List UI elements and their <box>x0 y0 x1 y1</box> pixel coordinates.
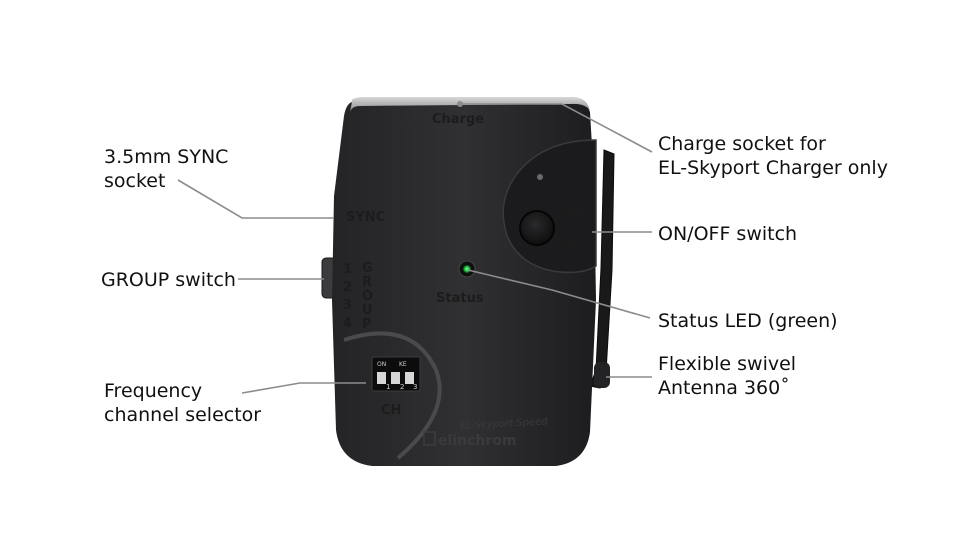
group-number-2: 2 <box>343 280 352 295</box>
callout-sync-socket: 3.5mm SYNC socket <box>104 146 229 192</box>
dip-number-1: 1 <box>386 383 390 391</box>
callout-frequency-selector: Frequency channel selector <box>104 380 262 426</box>
callout-group-switch: GROUP switch <box>101 269 236 291</box>
status-label: Status <box>436 291 484 306</box>
callout-charge-socket: Charge socket for EL-Skyport Charger onl… <box>658 133 888 179</box>
group-letter-o: O <box>362 289 373 304</box>
dip-number-3: 3 <box>413 383 417 391</box>
callout-antenna: Flexible swivel Antenna 360˚ <box>658 353 797 399</box>
on-off-button <box>519 210 555 246</box>
charge-label: Charge <box>432 112 484 127</box>
group-letter-p: P <box>362 317 372 332</box>
callout-on-off-switch: ON/OFF switch <box>658 223 798 245</box>
leader-status <box>467 269 651 319</box>
group-letter-u: U <box>362 303 373 318</box>
leader-dot-charge <box>457 101 463 107</box>
dip-number-2: 2 <box>400 383 404 391</box>
leader-freq <box>241 382 366 394</box>
group-number-3: 3 <box>343 298 352 313</box>
group-number-4: 4 <box>343 316 352 331</box>
channel-selector-arc <box>343 331 442 460</box>
dip-top-on: ON <box>377 361 386 368</box>
leader-sync <box>177 179 334 219</box>
group-letter-r: R <box>362 275 372 290</box>
dip-switch-1 <box>377 372 386 384</box>
indicator-dot <box>537 174 543 180</box>
leader-charge <box>460 103 653 153</box>
dip-switch-3 <box>405 372 414 384</box>
leader-lines <box>177 103 653 394</box>
dip-switch-2 <box>391 372 400 384</box>
antenna-hinge <box>594 362 610 388</box>
on-label: On <box>560 236 580 251</box>
callout-status-led: Status LED (green) <box>658 310 838 332</box>
ch-label: CH <box>381 403 401 418</box>
brand-logo-mark <box>423 431 436 446</box>
sync-label: SYNC <box>346 210 385 225</box>
dip-top-ke: KE <box>399 361 407 368</box>
group-letter-g: G <box>362 261 373 276</box>
group-number-1: 1 <box>343 262 352 277</box>
status-led-icon <box>463 265 471 273</box>
model-text: EL-Skyport Speed <box>460 416 549 432</box>
off-label: Off <box>560 207 582 222</box>
brand-text: elinchrom <box>438 433 516 449</box>
